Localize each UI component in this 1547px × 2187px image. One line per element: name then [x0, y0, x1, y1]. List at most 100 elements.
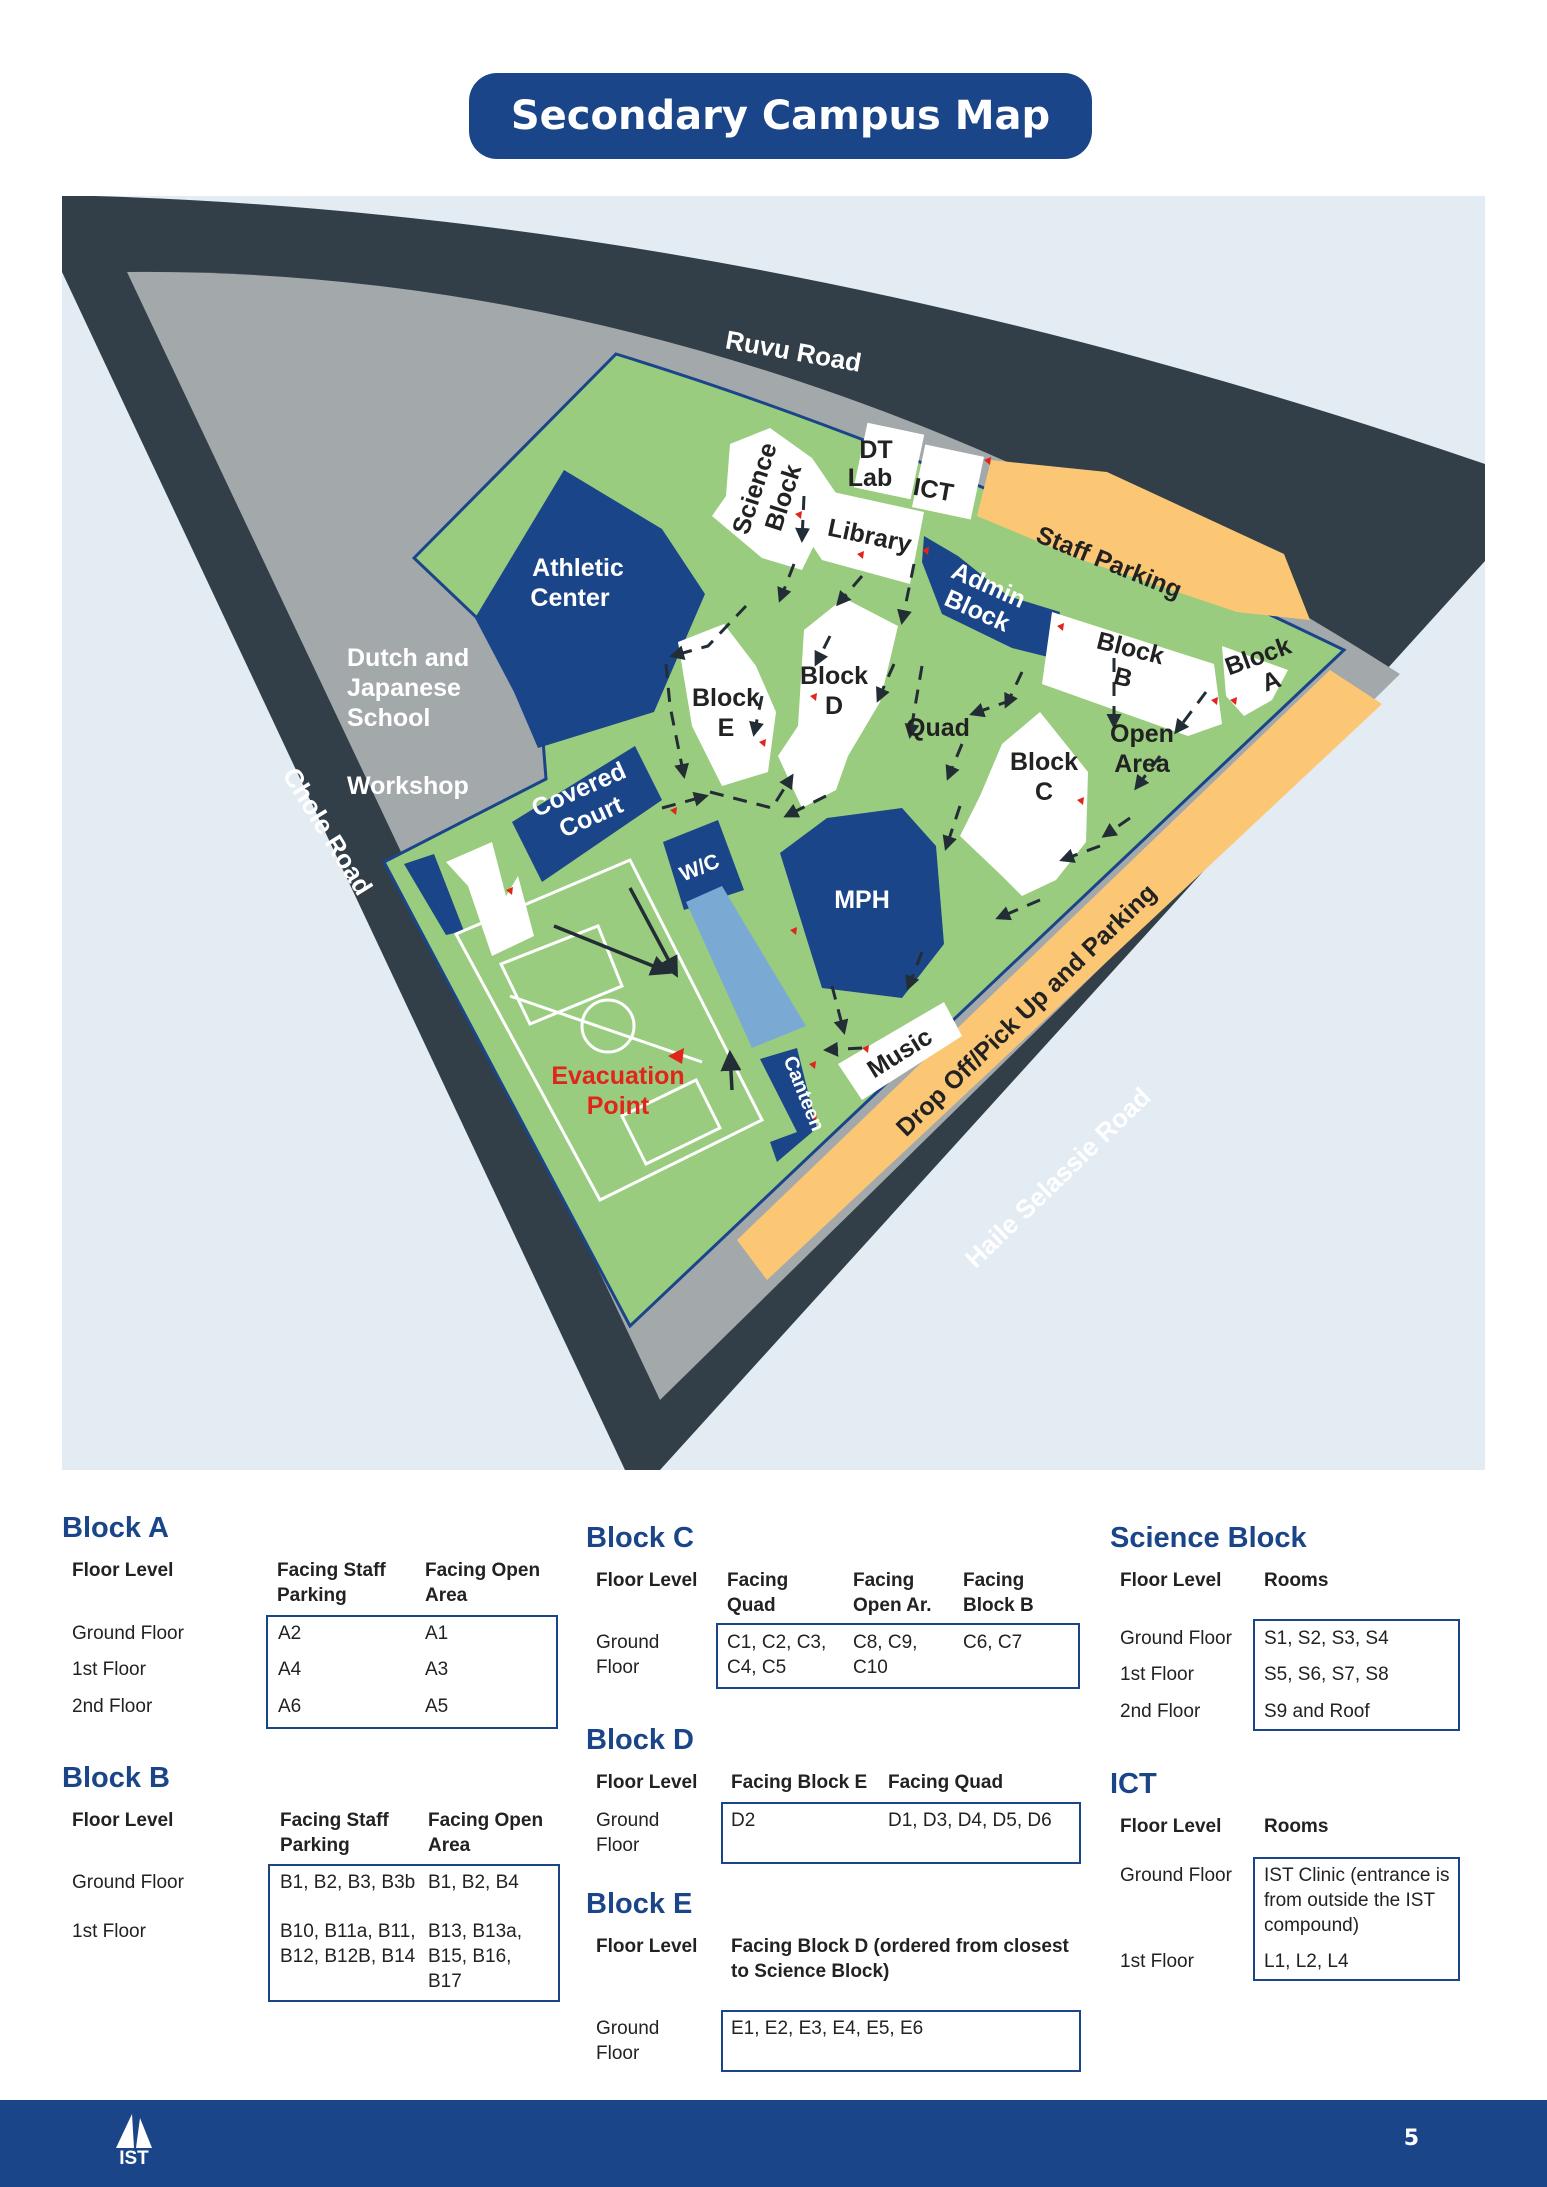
science-r1-rooms: S5, S6, S7, S8 — [1264, 1664, 1389, 1685]
science-r1-floor: 1st Floor — [1120, 1664, 1194, 1685]
block-a-header-floor: Floor Level — [72, 1560, 174, 1581]
block-b-title: Block B — [62, 1762, 170, 1794]
block-e-section: Block E Floor Level Facing Block D (orde… — [586, 1888, 1096, 2078]
block-b-r1-open: B13, B13a, B15, B16, B17 — [428, 1921, 523, 1992]
block-e-box — [721, 2010, 1081, 2072]
ist-logo: IST — [112, 2112, 156, 2174]
block-b-header-staff: Facing Staff Parking — [280, 1810, 389, 1856]
label-quad: Quad — [906, 714, 970, 742]
ict-box — [1253, 1857, 1460, 1981]
flow-arrows — [661, 495, 1208, 1057]
athletic-center — [475, 470, 705, 748]
mph-building — [780, 808, 944, 998]
block-a-r1-floor: 1st Floor — [72, 1659, 146, 1680]
evacuation-arrows — [553, 887, 742, 1091]
ict-r1-floor: 1st Floor — [1120, 1951, 1194, 1972]
block-e-r0-floor: Ground Floor — [596, 2018, 660, 2064]
admin-block — [922, 536, 1060, 658]
science-block-section: Science Block Floor Level Rooms Ground F… — [1110, 1522, 1530, 1732]
block-d-box — [721, 1802, 1081, 1864]
block-d — [778, 598, 898, 808]
science-r0-rooms: S1, S2, S3, S4 — [1264, 1628, 1389, 1649]
block-c-r0-open: C8, C9, C10 — [853, 1632, 918, 1678]
sail-icon — [116, 2114, 152, 2148]
covered-court — [512, 746, 662, 882]
ict-section: ICT Floor Level Rooms Ground Floor IST C… — [1110, 1768, 1530, 1988]
block-b-box — [268, 1864, 560, 2002]
block-d-header-floor: Floor Level — [596, 1772, 698, 1793]
small-building-left — [404, 854, 464, 935]
block-c-r0-blockb: C6, C7 — [963, 1632, 1023, 1653]
drop-off-strip — [737, 670, 1382, 1280]
block-c-r0-floor: Ground Floor — [596, 1632, 660, 1678]
block-a-box — [266, 1615, 558, 1729]
ist-logo-text: IST — [119, 2148, 149, 2169]
block-e-r0-blockd: E1, E2, E3, E4, E5, E6 — [731, 2018, 924, 2039]
block-b-header-floor: Floor Level — [72, 1810, 174, 1831]
block-e-header-floor: Floor Level — [596, 1936, 698, 1957]
block-c — [960, 712, 1088, 896]
label-workshop: Workshop — [347, 772, 469, 800]
block-d-r0-quad: D1, D3, D4, D5, D6 — [888, 1810, 1052, 1831]
wc-building — [663, 820, 744, 910]
small-white-left — [446, 842, 534, 956]
page-number: 5 — [1403, 2126, 1419, 2151]
block-a-r0-staff: A2 — [278, 1623, 302, 1644]
dt-lab — [853, 422, 925, 500]
block-c-header-blockb: Facing Block B — [963, 1570, 1034, 1616]
ict-header-floor: Floor Level — [1120, 1816, 1222, 1837]
science-block-title: Science Block — [1110, 1522, 1307, 1554]
block-a-r0-open: A1 — [425, 1623, 449, 1644]
footer-bar: IST 5 — [0, 2100, 1547, 2187]
science-r2-floor: 2nd Floor — [1120, 1701, 1201, 1722]
canteen-building — [760, 1048, 817, 1162]
science-r2-rooms: S9 and Roof — [1264, 1701, 1370, 1722]
block-a — [1222, 646, 1288, 716]
sports-field — [453, 858, 765, 1202]
block-c-header-floor: Floor Level — [596, 1570, 698, 1591]
block-a-r0-floor: Ground Floor — [72, 1623, 184, 1644]
entrance-markers — [506, 457, 1237, 1121]
block-b-r1-floor: 1st Floor — [72, 1921, 146, 1942]
block-b-r0-floor: Ground Floor — [72, 1872, 184, 1893]
block-e — [678, 624, 776, 786]
block-a-section: Block A Floor Level Facing Staff Parking… — [62, 1512, 562, 1732]
science-box — [1253, 1619, 1460, 1731]
science-header-rooms: Rooms — [1264, 1570, 1329, 1591]
block-b-r1-staff: B10, B11a, B11, B12, B12B, B14 — [280, 1921, 416, 1967]
ict-r1-rooms: L1, L2, L4 — [1264, 1951, 1349, 1972]
block-e-header-blockd: Facing Block D (ordered from closest to … — [731, 1936, 1069, 1982]
staff-parking-area — [977, 460, 1310, 620]
block-d-r0-floor: Ground Floor — [596, 1810, 660, 1856]
block-a-r2-open: A5 — [425, 1696, 449, 1717]
ict-r0-floor: Ground Floor — [1120, 1865, 1232, 1886]
block-a-r2-staff: A6 — [278, 1696, 302, 1717]
block-a-header-open: Facing Open Area — [425, 1560, 541, 1606]
block-a-header-staff: Facing Staff Parking — [277, 1560, 386, 1606]
label-ict: ICT — [911, 473, 956, 508]
block-c-header-open: Facing Open Ar. — [853, 1570, 932, 1616]
block-a-r1-open: A3 — [425, 1659, 449, 1680]
ict-header-rooms: Rooms — [1264, 1816, 1329, 1837]
block-d-section: Block D Floor Level Facing Block E Facin… — [586, 1724, 1096, 1874]
campus-map: Ruvu Road Chole Road Haile Selassie Road… — [62, 196, 1485, 1470]
block-c-r0-quad: C1, C2, C3, C4, C5 — [727, 1632, 827, 1678]
science-r0-floor: Ground Floor — [1120, 1628, 1232, 1649]
block-b-r0-open: B1, B2, B4 — [428, 1872, 519, 1893]
block-d-header-quad: Facing Quad — [888, 1772, 1004, 1793]
ict-r0-rooms: IST Clinic (entrance is from outside the… — [1264, 1865, 1450, 1936]
block-c-box — [716, 1623, 1080, 1689]
block-b — [1042, 612, 1222, 736]
block-b-section: Block B Floor Level Facing Staff Parking… — [62, 1762, 562, 2002]
ict-building — [912, 444, 984, 520]
block-d-r0-blocke: D2 — [731, 1810, 756, 1831]
label-mph: MPH — [834, 886, 890, 914]
pool — [686, 886, 806, 1048]
